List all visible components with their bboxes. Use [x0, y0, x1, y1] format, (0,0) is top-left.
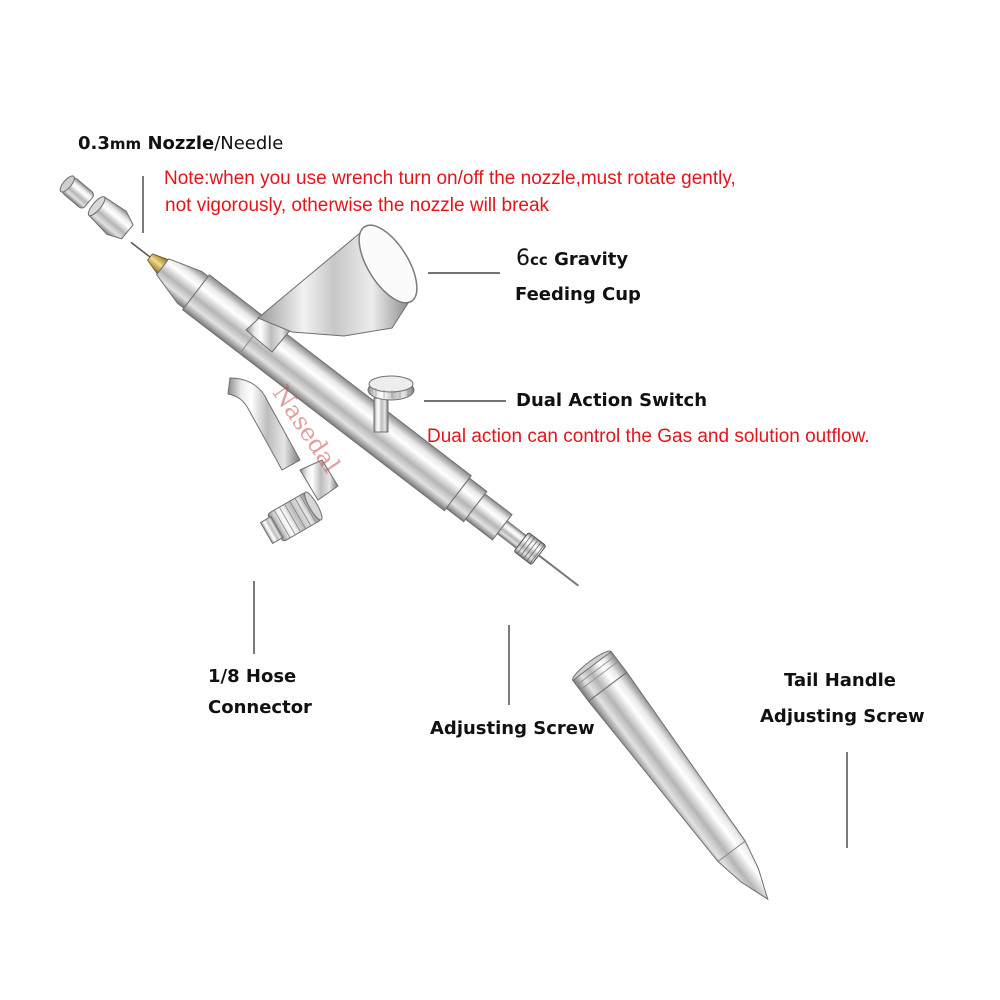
cup-label-line-2: Feeding Cup	[515, 284, 641, 305]
hose-label-line-2: Connector	[208, 697, 312, 718]
gravity-feeding-cup	[257, 224, 418, 337]
tail-handle	[572, 650, 769, 901]
cup-label-line-1: 6cc Gravity	[516, 246, 628, 272]
nozzle-unit: mm	[109, 135, 142, 153]
cup-label-rest: Gravity	[547, 249, 629, 270]
nozzle-size: 0.3	[78, 133, 110, 154]
hose-connector	[259, 459, 339, 545]
switch-description: Dual action can control the Gas and solu…	[427, 426, 870, 447]
nozzle-label: 0.3mm Nozzle/Needle	[78, 133, 283, 155]
adjusting-screw-label: Adjusting Screw	[430, 718, 595, 739]
nozzle-name: Nozzle	[147, 133, 215, 154]
nozzle-cap-small	[59, 175, 95, 209]
dual-action-trigger	[367, 375, 415, 433]
nozzle-cap-parts	[59, 175, 134, 240]
switch-label: Dual Action Switch	[516, 390, 708, 411]
note-line-2: not vigorously, otherwise the nozzle wil…	[165, 195, 550, 216]
tail-label-line-1: Tail Handle	[784, 670, 896, 691]
finger-rest	[227, 377, 301, 471]
nozzle-cap-large	[87, 196, 134, 240]
tail-label-line-2: Adjusting Screw	[760, 706, 925, 727]
cup-capacity-unit: cc	[530, 251, 548, 269]
leader-lines	[142, 176, 848, 848]
note-line-1: Note:when you use wrench turn on/off the…	[164, 168, 736, 189]
hose-label-line-1: 1/8 Hose	[208, 666, 297, 687]
cup-capacity-number: 6	[516, 246, 530, 271]
nozzle-suffix: /Needle	[214, 133, 284, 154]
